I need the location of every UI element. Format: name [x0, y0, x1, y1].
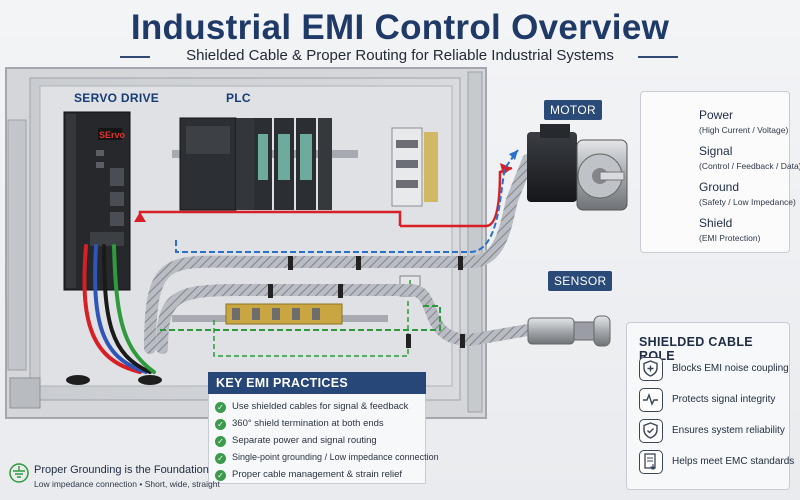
practice-item: ✓ 360° shield termination at both ends	[215, 418, 425, 434]
practices-title: KEY EMI PRACTICES	[208, 372, 426, 394]
plc-modules	[179, 117, 332, 211]
legend-item-ground: Ground (Safety / Low Impedance)	[653, 180, 796, 214]
grounding-note: Proper Grounding is the Foundation Low i…	[8, 464, 238, 494]
cable-gland-right	[138, 375, 162, 385]
role-item: Protects signal integrity	[639, 388, 789, 414]
servo-motor	[527, 124, 628, 211]
shielded-cable-sensor	[156, 284, 534, 354]
sensor-callout: SENSOR	[548, 271, 613, 291]
legend-ground-title: Ground	[699, 180, 740, 194]
page-subtitle: Shielded Cable & Proper Routing for Reli…	[186, 47, 614, 64]
shielded-cable-role-panel: SHIELDED CABLE ROLE Blocks EMI noise cou…	[626, 322, 794, 490]
cable-gland-left	[66, 375, 90, 385]
check-icon: ✓	[215, 436, 226, 447]
practice-item: ✓ Proper cable management & strain relie…	[215, 469, 425, 485]
waveform-icon	[639, 388, 663, 412]
legend-item-shield: Shield (EMI Protection)	[653, 216, 788, 250]
servo-power-wires	[82, 244, 156, 374]
check-icon: ✓	[215, 402, 226, 413]
practice-item: ✓ Use shielded cables for signal & feedb…	[215, 401, 425, 417]
document-ground-icon	[639, 450, 663, 474]
plc-label: PLC	[226, 91, 251, 105]
key-emi-practices-panel: KEY EMI PRACTICES ✓ Use shielded cables …	[208, 372, 439, 485]
servo-drive-label: SERVO DRIVE	[74, 91, 160, 105]
legend-signal-sub: (Control / Feedback / Data)	[699, 161, 800, 171]
servo-display-text: SErvo	[99, 130, 126, 140]
grounding-subtitle: Low impedance connection • Short, wide, …	[34, 479, 220, 489]
legend-power-title: Power	[699, 108, 734, 122]
role-item: Ensures system reliability	[639, 419, 789, 445]
check-shield-icon	[639, 419, 663, 443]
legend-ground-sub: (Safety / Low Impedance)	[699, 197, 796, 207]
legend-shield-sub: (EMI Protection)	[699, 233, 761, 243]
signal-route	[175, 149, 519, 253]
motor-callout: MOTOR	[544, 100, 602, 120]
ground-symbol-icon	[9, 463, 29, 483]
subtitle-rule-left	[120, 56, 150, 58]
role-item: Helps meet EMC standards	[639, 450, 794, 476]
ground-route	[160, 305, 441, 331]
check-icon: ✓	[215, 419, 226, 430]
role-item: Blocks EMI noise coupling	[639, 357, 789, 383]
subtitle-rule-right	[638, 56, 678, 58]
legend-power-sub: (High Current / Voltage)	[699, 125, 789, 135]
grounding-title: Proper Grounding is the Foundation	[34, 464, 209, 476]
practice-item: ✓ Single-point grounding / Low impedance…	[215, 452, 439, 468]
shield-plus-icon	[639, 357, 663, 381]
ground-busbar	[225, 303, 343, 325]
cable-legend: Power (High Current / Voltage) Signal (C…	[640, 91, 800, 253]
check-icon: ✓	[215, 453, 226, 464]
practice-item: ✓ Separate power and signal routing	[215, 435, 425, 451]
legend-item-power: Power (High Current / Voltage)	[653, 108, 788, 142]
legend-signal-title: Signal	[699, 144, 733, 158]
proximity-sensor	[527, 315, 611, 347]
check-icon: ✓	[215, 470, 226, 481]
legend-item-signal: Signal (Control / Feedback / Data)	[653, 144, 800, 178]
terminal-blocks-right	[391, 127, 438, 207]
legend-shield-title: Shield	[699, 216, 733, 230]
page-title: Industrial EMI Control Overview	[130, 8, 670, 47]
shielded-cable-motor	[144, 154, 534, 354]
cable-clamps	[268, 256, 465, 348]
